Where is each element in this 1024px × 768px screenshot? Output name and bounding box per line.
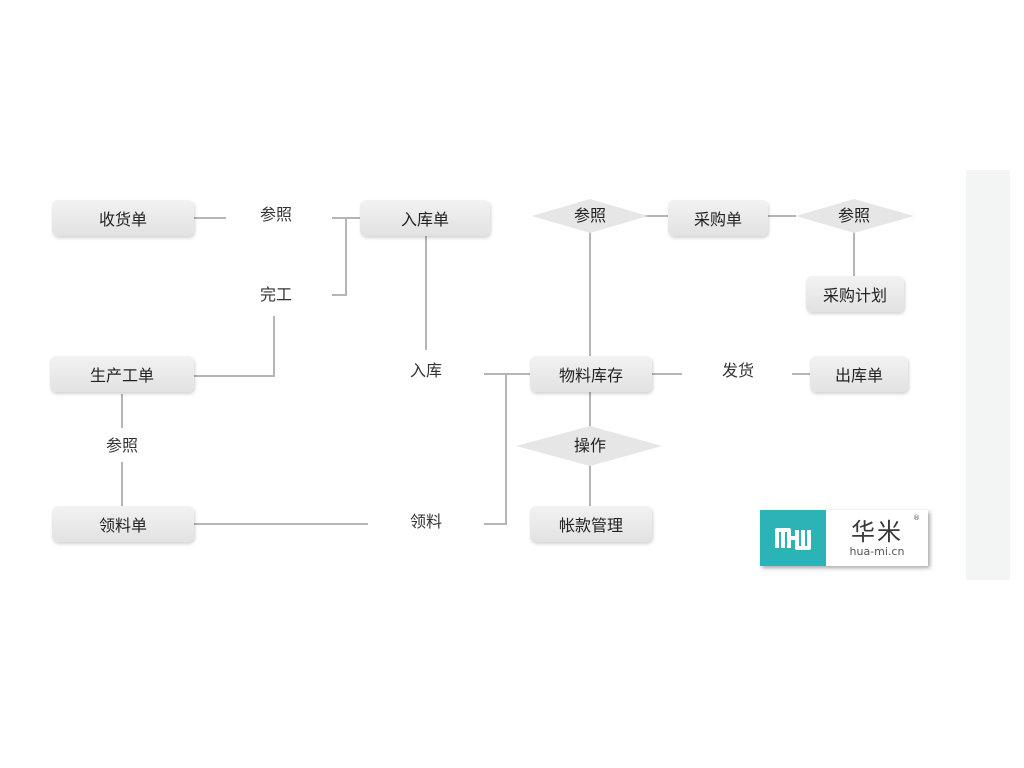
node-stock-out-order: 出库单 [810, 356, 908, 392]
node-material-requisition: 领料单 [52, 506, 194, 542]
diamond-operation [516, 426, 662, 466]
node-receipt-label: 收货单 [98, 210, 147, 229]
node-inventory-label: 物料库存 [558, 366, 623, 385]
node-stock-in-order-label: 入库单 [400, 210, 449, 229]
huami-logo-text: 华米 hua-mi.cn [826, 510, 928, 566]
registered-mark: ® [913, 514, 920, 522]
side-panel-strip [966, 170, 1010, 580]
diamond-reference-right [796, 199, 914, 233]
node-purchase-order: 采购单 [668, 200, 768, 236]
diamond-operation-label: 操作 [573, 436, 607, 455]
node-production-order-label: 生产工单 [89, 366, 154, 385]
connector-requisition-inventory [484, 374, 507, 525]
huami-watermark-logo: 华米 hua-mi.cn ® [760, 510, 928, 566]
huami-logo-icon [760, 510, 826, 566]
edge-label-reference-mid: 参照 [105, 436, 139, 455]
edge-label-stock-in: 入库 [409, 361, 443, 380]
node-purchase-order-label: 采购单 [693, 210, 742, 229]
node-stock-out-order-label: 出库单 [834, 366, 883, 385]
diamond-reference-left [532, 199, 648, 233]
node-account-management: 帐款管理 [530, 506, 652, 542]
node-purchase-plan: 采购计划 [806, 276, 904, 312]
node-inventory: 物料库存 [530, 356, 652, 392]
edge-label-shipping: 发货 [721, 361, 755, 380]
node-receipt: 收货单 [52, 200, 194, 236]
diamond-reference-left-label: 参照 [573, 206, 607, 225]
edge-label-reference-top: 参照 [259, 205, 293, 224]
node-production-order: 生产工单 [50, 356, 194, 392]
diamond-reference-right-label: 参照 [837, 206, 871, 225]
huami-logo-brand: 华米 [851, 517, 903, 546]
node-stock-in-order: 入库单 [360, 200, 490, 236]
huami-logo-domain: hua-mi.cn [849, 544, 905, 558]
node-account-management-label: 帐款管理 [558, 516, 623, 535]
node-material-requisition-label: 领料单 [98, 516, 147, 535]
connector-production-completion [194, 316, 275, 377]
edge-label-requisition: 领料 [409, 512, 443, 531]
node-purchase-plan-label: 采购计划 [822, 286, 887, 305]
edge-label-completion: 完工 [259, 285, 293, 304]
connector-completion-stockin [332, 218, 347, 296]
